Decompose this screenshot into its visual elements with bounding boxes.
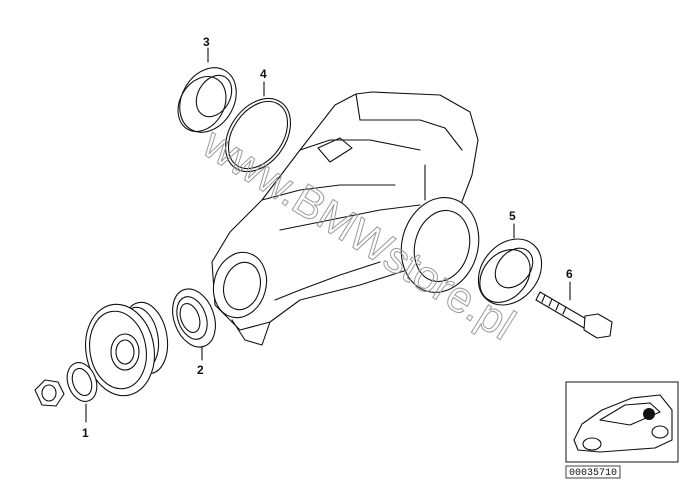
callout-2: 2 — [197, 363, 204, 377]
callout-6: 6 — [566, 267, 573, 281]
callout-4: 4 — [260, 67, 267, 81]
radial-shaft-seal-3 — [177, 47, 237, 133]
car-outline-icon — [573, 394, 673, 453]
reference-number: 00035710 — [569, 468, 617, 479]
radial-shaft-seal-2 — [172, 288, 216, 361]
differential-housing — [211, 91, 480, 346]
callout-5: 5 — [509, 209, 516, 223]
o-ring-4 — [225, 81, 291, 173]
hex-bolt-6 — [535, 281, 613, 339]
radial-shaft-seal-5 — [477, 223, 543, 306]
output-flange-assembly-1 — [34, 301, 169, 423]
highlight-dot-icon — [643, 408, 655, 420]
callout-3: 3 — [203, 35, 210, 49]
callout-1: 1 — [82, 426, 89, 440]
car-location-inset: 00035710 — [565, 381, 679, 479]
